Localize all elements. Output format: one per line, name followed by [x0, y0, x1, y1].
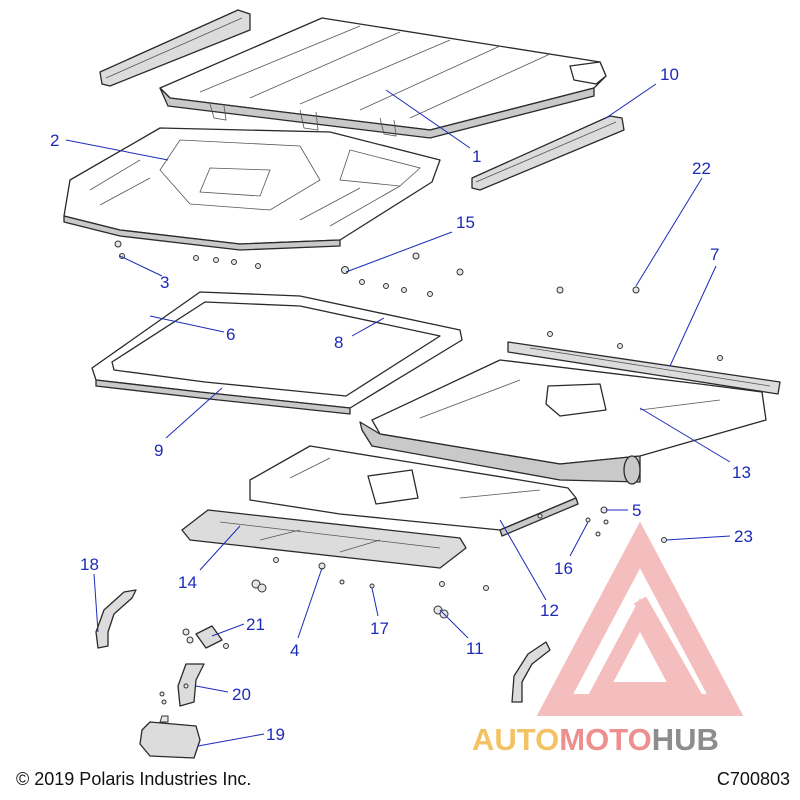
diagram-code: C700803	[717, 769, 790, 789]
callout-7: 7	[710, 245, 719, 264]
part-6-8-9-seal	[91, 291, 463, 415]
part-10-rail-left	[99, 9, 251, 87]
callout-6: 6	[226, 325, 235, 344]
part-14-plate	[181, 509, 467, 569]
part-21-bracket	[182, 625, 229, 649]
callout-17: 17	[370, 619, 389, 638]
watermark-logo	[536, 521, 744, 716]
leader-lines	[65, 83, 731, 747]
part-10-rail-right	[471, 115, 625, 191]
callout-11: 11	[466, 639, 484, 658]
callout-5: 5	[632, 501, 641, 520]
callout-18: 18	[80, 555, 99, 574]
part-20-mirror-mount	[159, 663, 205, 707]
part-2-roof-top	[63, 127, 441, 251]
callout-15: 15	[456, 213, 475, 232]
watermark-hub: HUB	[652, 722, 719, 757]
callout-13: 13	[732, 463, 751, 482]
callout-8: 8	[334, 333, 343, 352]
callout-14: 14	[178, 573, 197, 592]
callout-1: 1	[472, 147, 481, 166]
watermark-auto: AUTO	[472, 722, 559, 757]
callout-22: 22	[692, 159, 711, 178]
part-7-trim-strip	[507, 331, 781, 395]
callout-4: 4	[290, 641, 299, 660]
watermark-moto: MOTO	[559, 722, 651, 757]
callout-16: 16	[554, 559, 573, 578]
callout-labels: 1 2 3 4 5 6 7 8 9 10 11 12 13 14 15 16 1…	[50, 65, 753, 744]
callout-19: 19	[266, 725, 285, 744]
callout-3: 3	[160, 273, 169, 292]
callout-10: 10	[660, 65, 679, 84]
watermark-text: AUTOMOTOHUB	[472, 722, 719, 757]
callout-23: 23	[734, 527, 753, 546]
grab-handle-right	[511, 641, 551, 703]
part-18-grab-handle	[95, 589, 137, 649]
part-1-roof-frame	[159, 17, 607, 139]
callout-20: 20	[232, 685, 251, 704]
part-12-inner-headliner	[249, 445, 579, 537]
fasteners-upper	[114, 240, 640, 297]
part-13-headliner	[359, 359, 767, 485]
callout-12: 12	[540, 601, 559, 620]
callout-9: 9	[154, 441, 163, 460]
callout-21: 21	[246, 615, 265, 634]
part-19-mirror	[139, 715, 201, 759]
copyright-text: © 2019 Polaris Industries Inc.	[16, 769, 251, 789]
callout-2: 2	[50, 131, 59, 150]
svg-text:AUTOMOTOHUB: AUTOMOTOHUB	[472, 722, 719, 757]
